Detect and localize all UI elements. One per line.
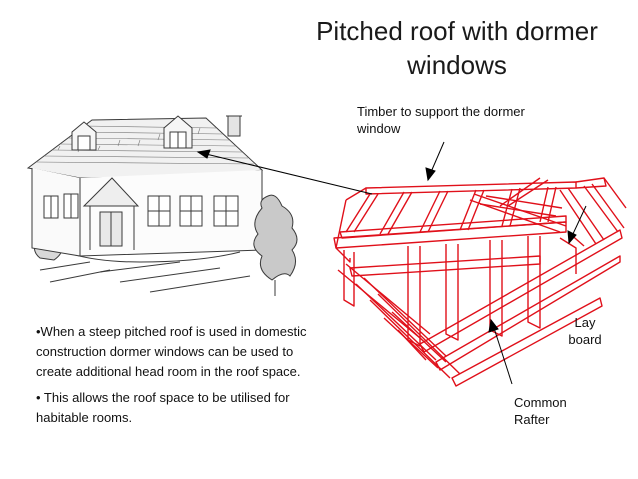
label-common-rafter: Common Rafter <box>514 395 567 427</box>
label-lay-board: Lay board <box>568 315 602 347</box>
bullet-item: • This allows the roof space to be utili… <box>36 390 290 425</box>
slide-title: Pitched roof with dormer windows <box>316 16 598 80</box>
callout-arrows <box>196 141 587 385</box>
arrow-house-dormer-icon <box>196 149 211 159</box>
dormer-timber-frame <box>333 177 627 387</box>
arrow-lay-board-icon <box>567 230 577 245</box>
bullet-list: •When a steep pitched roof is used in do… <box>36 322 326 434</box>
arrow-timber-icon <box>425 167 436 182</box>
house-sketch <box>26 115 298 296</box>
bullet-item: •When a steep pitched roof is used in do… <box>36 324 307 379</box>
label-timber: Timber to support the dormer window <box>357 104 525 136</box>
arrow-common-rafter-icon <box>488 318 499 333</box>
